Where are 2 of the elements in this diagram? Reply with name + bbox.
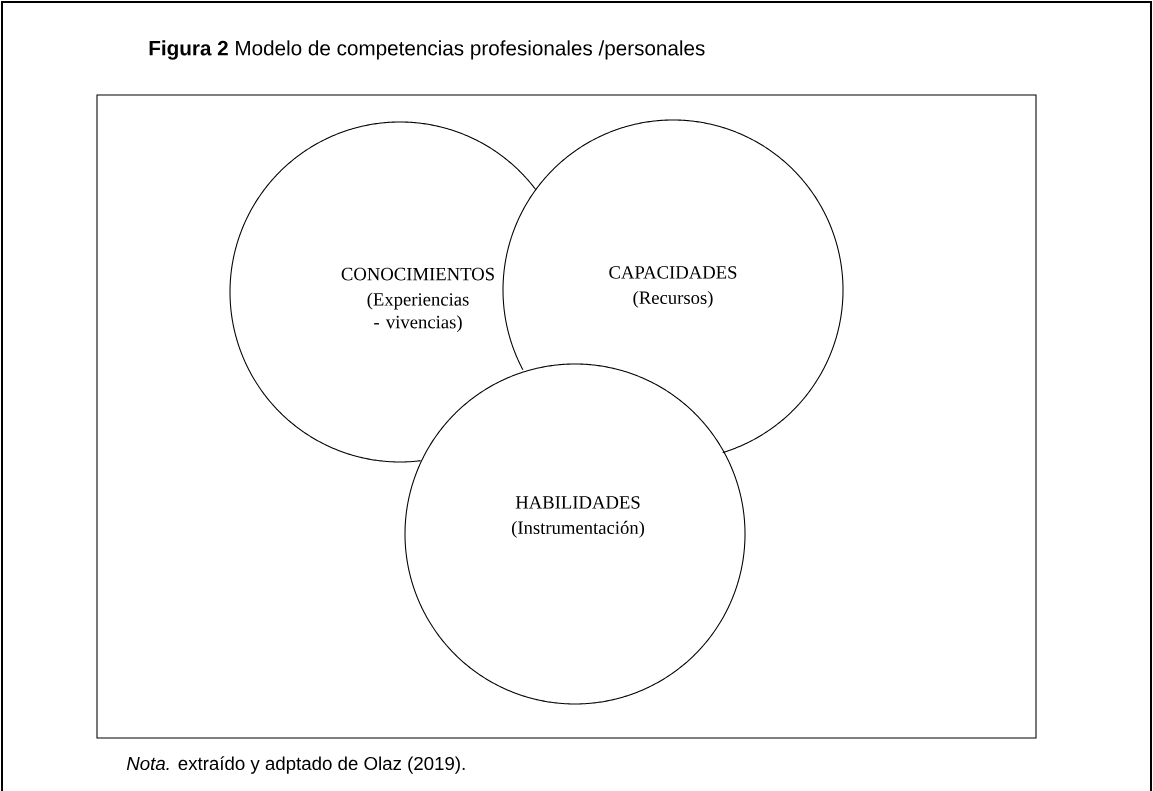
- figure-title: Figura 2 Modelo de competencias profesionales /personales: [149, 40, 705, 60]
- figure-note: Nota. extraído y adptado de Olaz (2019).: [126, 756, 465, 774]
